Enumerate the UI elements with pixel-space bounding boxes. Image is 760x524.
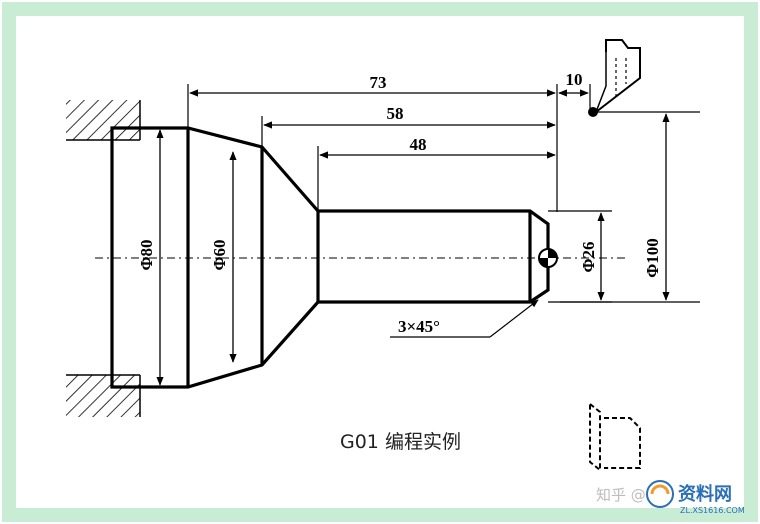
chamfer-label: 3×45° — [398, 317, 440, 336]
site-logo — [646, 480, 674, 508]
dim-73-label: 73 — [370, 73, 387, 92]
zhihu-watermark: 知乎 @ — [596, 486, 646, 504]
site-name-watermark: 资料网 — [678, 483, 732, 505]
tool-tip-dot — [588, 107, 598, 117]
dim-58-label: 58 — [387, 104, 404, 123]
chamfer-leader — [390, 299, 539, 338]
tool-holder — [595, 39, 641, 113]
diameter-dimensions — [156, 113, 670, 386]
chuck-top-hatch — [66, 100, 141, 141]
origin-symbol — [538, 248, 558, 268]
dim-phi80-label: Φ80 — [137, 239, 156, 270]
dim-phi26-label: Φ26 — [579, 241, 598, 272]
site-url-watermark: ZL.XS1616.COM — [680, 506, 745, 515]
length-dimensions — [189, 89, 589, 159]
dim-phi60-label: Φ60 — [210, 239, 229, 270]
chuck-bottom-hatch — [66, 374, 141, 417]
figure-caption: G01 编程实例 — [340, 431, 461, 453]
dim-48-label: 48 — [410, 135, 427, 154]
dim-phi100-label: Φ100 — [643, 238, 662, 278]
dim-10-label: 10 — [566, 70, 583, 89]
extension-lines — [187, 84, 700, 303]
dashed-tool-sketch — [589, 401, 641, 473]
